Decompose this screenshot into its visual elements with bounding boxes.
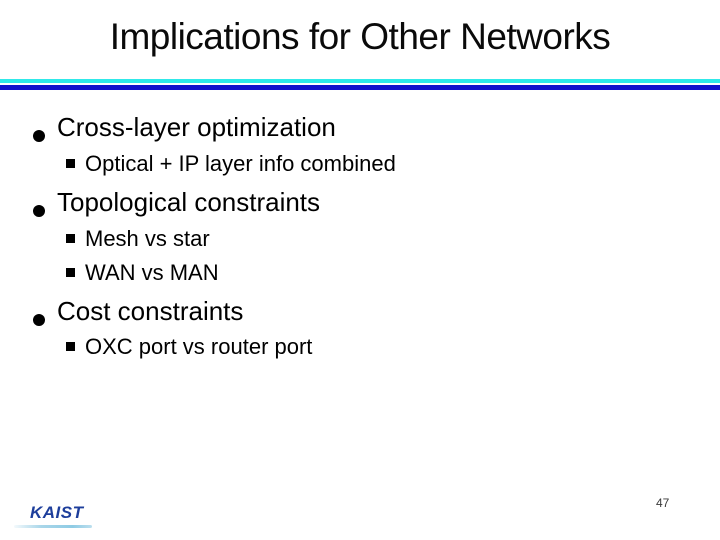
bullet-label: Topological constraints	[57, 187, 321, 217]
sub-bullet-item: Optical + IP layer info combined	[66, 151, 396, 176]
sub-bullet-item: WAN vs MAN	[66, 260, 219, 285]
divider-rule-cyan	[0, 79, 720, 83]
sub-bullet-label: Mesh vs star	[85, 226, 210, 251]
kaist-logo-swoosh-icon	[14, 524, 92, 528]
slide-title: Implications for Other Networks	[109, 16, 611, 57]
circle-bullet-icon	[33, 205, 45, 217]
circle-bullet-icon	[33, 314, 45, 326]
sub-bullet-item: OXC port vs router port	[66, 334, 312, 359]
sub-bullet-label: Optical + IP layer info combined	[85, 151, 396, 176]
kaist-logo: KAIST	[14, 503, 100, 528]
square-bullet-icon	[66, 342, 75, 351]
square-bullet-icon	[66, 159, 75, 168]
sub-bullet-label: WAN vs MAN	[85, 260, 219, 285]
sub-bullet-item: Mesh vs star	[66, 226, 210, 251]
kaist-logo-text: KAIST	[30, 503, 84, 522]
bullet-label: Cost constraints	[57, 296, 244, 326]
divider-rule-blue	[0, 85, 720, 90]
bullet-item: Topological constraints	[33, 187, 321, 218]
sub-bullet-label: OXC port vs router port	[85, 334, 313, 359]
bullet-label: Cross-layer optimization	[57, 112, 336, 142]
square-bullet-icon	[66, 234, 75, 243]
circle-bullet-icon	[33, 130, 45, 142]
page-number: 47	[656, 496, 670, 510]
bullet-item: Cross-layer optimization	[33, 112, 336, 143]
bullet-item: Cost constraints	[33, 296, 244, 327]
square-bullet-icon	[66, 268, 75, 277]
